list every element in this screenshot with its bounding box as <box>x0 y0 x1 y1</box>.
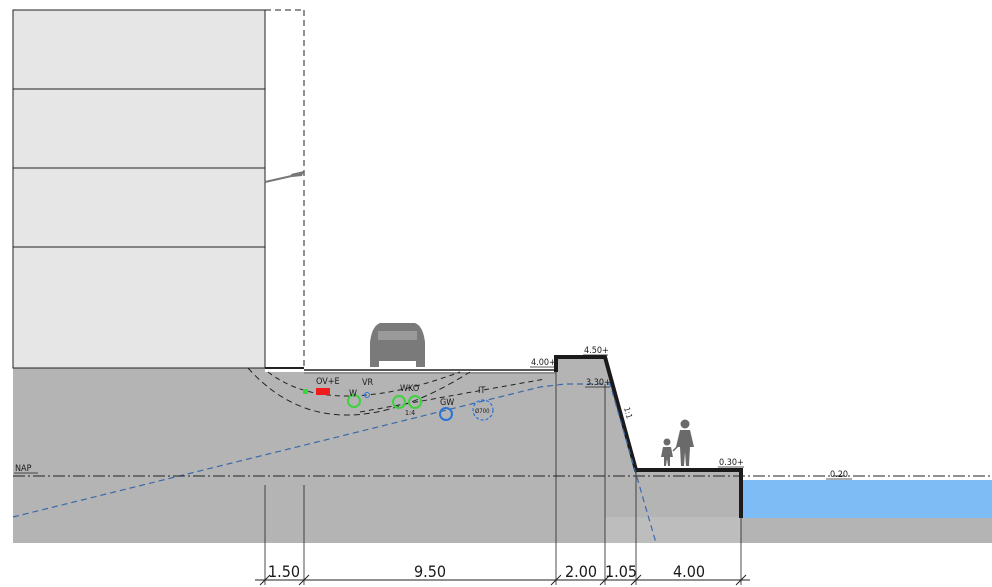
level-dike-top: 4.50+ <box>584 346 609 356</box>
utility-wko-label: WKO <box>400 384 419 394</box>
utility-gw-pipe <box>439 407 453 421</box>
level-road: 4.00+ <box>531 358 556 368</box>
building-facade <box>12 9 266 369</box>
trench-envelope-inner <box>267 371 461 397</box>
utility-ov-e-cable <box>316 388 330 395</box>
level-dike-shoulder: 3.30+ <box>586 378 611 388</box>
dimension-road: 9.50 <box>414 562 446 581</box>
utility-it-diameter: Ø700 <box>475 408 490 415</box>
dimension-ticks <box>259 574 747 586</box>
utility-it-label: IT <box>478 386 485 396</box>
phreatic-line <box>12 383 657 544</box>
ground-lower-band <box>605 517 741 543</box>
nap-label: NAP <box>15 464 32 474</box>
utility-vr-pipe <box>364 392 370 398</box>
level-promenade: 0.30+ <box>719 458 744 468</box>
level-water: 0.20 <box>830 470 848 480</box>
utility-ov-e-label: OV+E <box>316 377 340 387</box>
utility-gw-label: GW <box>440 398 454 408</box>
water-body <box>741 480 992 518</box>
dimension-slope: 1.05 <box>605 562 637 581</box>
slope-label: 1:1 <box>622 406 634 420</box>
street-lamp-icon <box>264 171 304 183</box>
utility-w-pipe <box>347 394 361 408</box>
utility-it-pipe <box>472 399 494 421</box>
dimension-sidewalk: 1.50 <box>268 562 300 581</box>
utility-wko-pipe-2 <box>408 395 422 409</box>
car-icon <box>370 323 425 367</box>
pedestrians-icon <box>661 419 694 466</box>
ground-mass <box>13 357 992 543</box>
utility-ov-e-marker <box>303 389 308 394</box>
utility-w-label: W <box>349 389 357 399</box>
trench-envelope-outer <box>247 367 471 416</box>
gw-slope-label: 1:4 <box>405 409 415 417</box>
gw-slope-line <box>359 378 546 413</box>
dimension-extension-lines <box>264 372 742 585</box>
utility-wko-pipe-1 <box>392 395 406 409</box>
dimension-dike-crest: 2.00 <box>565 562 597 581</box>
utility-vr-label: VR <box>362 378 374 388</box>
dimension-promenade: 4.00 <box>673 562 705 581</box>
